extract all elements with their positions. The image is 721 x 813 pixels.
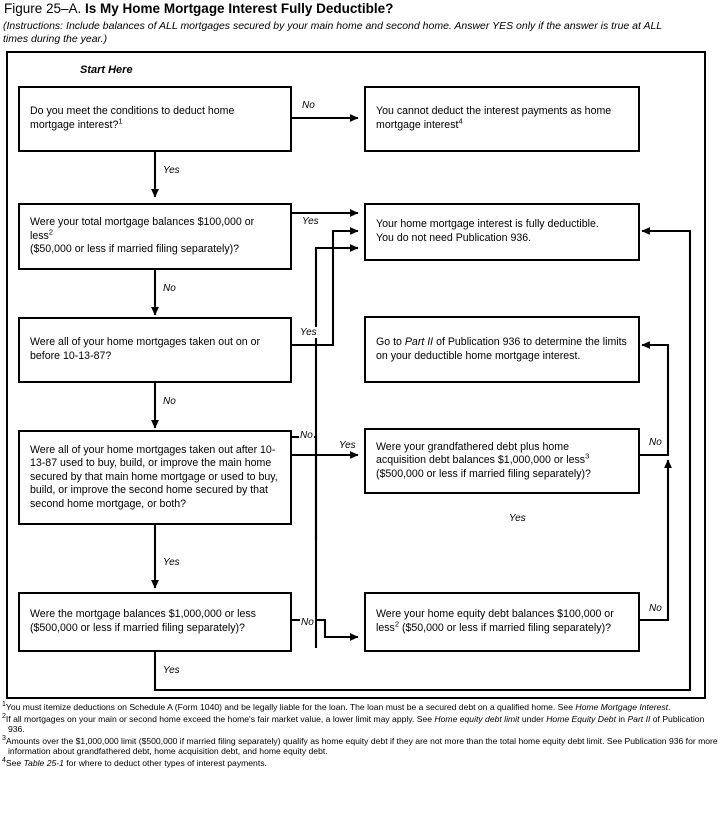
node-q7-text: Were your home equity debt balances $100… bbox=[366, 608, 638, 635]
node-q5-grandfathered-plus-acquisition[interactable]: Were your grandfathered debt plus home a… bbox=[364, 428, 640, 494]
node-q1-text: Do you meet the conditions to deduct hom… bbox=[20, 105, 290, 132]
node-q5-label-line1: Were your grandfathered debt plus home bbox=[376, 440, 569, 453]
node-q2-text: Were your total mortgage balances $100,0… bbox=[20, 216, 290, 257]
node-r3-label-italic: Part II bbox=[404, 335, 434, 348]
node-r3-text: Go to Part II of Publication 936 to dete… bbox=[366, 336, 638, 363]
edge-label-q6-yes: Yes bbox=[162, 665, 181, 676]
node-q1-label: Do you meet the conditions to deduct hom… bbox=[30, 105, 235, 131]
node-r1-label: You cannot deduct the interest payments … bbox=[376, 105, 612, 131]
node-q2-label-line1: Were your total mortgage balances $100,0… bbox=[30, 216, 255, 242]
node-r2-text: Your home mortgage interest is fully ded… bbox=[366, 218, 638, 245]
node-r1-footnote-ref: 4 bbox=[458, 116, 463, 126]
node-q5-footnote-ref: 3 bbox=[585, 451, 590, 461]
node-q4-text: Were all of your home mortgages taken ou… bbox=[20, 444, 290, 512]
footnote-marker: 2 bbox=[2, 712, 6, 720]
edge-label-q3-yes: Yes bbox=[299, 327, 318, 338]
node-q3-label: Were all of your home mortgages taken ou… bbox=[30, 336, 261, 362]
edge-label-q3-no: No bbox=[162, 396, 177, 407]
footnote-text: You must itemize deductions on Schedule … bbox=[5, 702, 576, 712]
edge-label-q2-yes: Yes bbox=[301, 216, 320, 227]
node-r2-label-line1: Your home mortgage interest is fully ded… bbox=[376, 218, 599, 231]
page-title: Figure 25–A. Is My Home Mortgage Interes… bbox=[4, 1, 393, 16]
node-q7-label-line2-pre: less bbox=[376, 622, 395, 634]
node-r1-cannot-deduct[interactable]: You cannot deduct the interest payments … bbox=[364, 86, 640, 152]
footnote-marker: 3 bbox=[2, 734, 6, 742]
footnote-text: in bbox=[615, 713, 628, 724]
node-r3-go-to-part-ii[interactable]: Go to Part II of Publication 936 to dete… bbox=[364, 316, 640, 383]
node-q6-label-line2: ($500,000 or less if married filing sepa… bbox=[30, 622, 245, 634]
footnote-text: Home Mortgage Interest bbox=[575, 702, 669, 712]
node-q2-footnote-ref: 2 bbox=[48, 227, 54, 237]
node-q2-label-line2: ($50,000 or less if married filing separ… bbox=[30, 243, 240, 256]
node-q1-conditions[interactable]: Do you meet the conditions to deduct hom… bbox=[18, 86, 292, 152]
edge-label-q5-yes: Yes bbox=[508, 513, 527, 524]
footnote-text: . bbox=[668, 702, 671, 712]
node-r3-label-post: of Publication 936 to determine the limi… bbox=[376, 335, 627, 362]
footnote-text: Home Equity Debt bbox=[546, 713, 616, 724]
node-r3-label-pre: Go to bbox=[376, 335, 405, 348]
edge-label-q1-yes: Yes bbox=[162, 165, 181, 176]
footnote-text: Table 25-1 bbox=[23, 757, 64, 768]
node-q7-footnote-ref: 2 bbox=[394, 619, 400, 629]
node-q6-label-line1: Were the mortgage balances $1,000,000 or… bbox=[30, 608, 256, 621]
figure-title-text: Is My Home Mortgage Interest Fully Deduc… bbox=[85, 1, 394, 16]
edge-label-q4-yes-down: Yes bbox=[162, 557, 181, 568]
node-q4-label: Were all of your home mortgages taken ou… bbox=[30, 443, 278, 510]
edge-label-q4-no: No bbox=[299, 430, 314, 441]
footnote-marker: 1 bbox=[2, 701, 6, 709]
footnote-1: 1You must itemize deductions on Schedule… bbox=[2, 701, 718, 713]
footnote-text: for where to deduct other types of inter… bbox=[63, 757, 267, 768]
node-q5-label-line3: ($500,000 or less if married filing sepa… bbox=[376, 467, 591, 480]
node-q3-before-1987[interactable]: Were all of your home mortgages taken ou… bbox=[18, 317, 292, 383]
footnote-3: 3Amounts over the $1,000,000 limit ($500… bbox=[2, 734, 718, 757]
edge-label-q5-no: No bbox=[648, 437, 663, 448]
node-q7-home-equity-balances[interactable]: Were your home equity debt balances $100… bbox=[364, 592, 640, 652]
node-r2-fully-deductible[interactable]: Your home mortgage interest is fully ded… bbox=[364, 203, 640, 261]
edge-label-q2-no: No bbox=[162, 283, 177, 294]
node-q5-label-line2: acquisition debt balances $1,000,000 or … bbox=[376, 454, 586, 467]
node-q2-total-balances[interactable]: Were your total mortgage balances $100,0… bbox=[18, 203, 292, 270]
node-r1-text: You cannot deduct the interest payments … bbox=[366, 105, 638, 132]
footnote-4: 4See Table 25-1 for where to deduct othe… bbox=[2, 757, 718, 769]
edge-label-q7-no: No bbox=[648, 603, 663, 614]
edge-label-q6-no: No bbox=[300, 617, 315, 628]
footnote-2: 2If all mortgages on your main or second… bbox=[2, 712, 718, 735]
footnote-marker: 4 bbox=[2, 757, 6, 765]
node-r2-label-line2: You do not need Publication 936. bbox=[376, 232, 532, 244]
footnote-text: under bbox=[519, 713, 547, 724]
edge-label-q4-yes-right: Yes bbox=[338, 440, 357, 451]
node-q5-text: Were your grandfathered debt plus home a… bbox=[366, 441, 638, 482]
footnotes: 1You must itemize deductions on Schedule… bbox=[2, 701, 718, 770]
footnote-text: See bbox=[5, 757, 24, 768]
figure-number: Figure 25–A. bbox=[4, 1, 86, 16]
start-here-label: Start Here bbox=[80, 64, 133, 76]
footnote-text: Part II bbox=[627, 713, 651, 724]
footnote-text: of Publication 936. bbox=[8, 713, 705, 735]
node-q3-text: Were all of your home mortgages taken ou… bbox=[20, 336, 290, 363]
footnote-text: If all mortgages on your main or second … bbox=[5, 713, 435, 724]
node-q7-label-line2-post: ($50,000 or less if married filing separ… bbox=[399, 622, 611, 634]
node-q6-mortgage-balances-1m[interactable]: Were the mortgage balances $1,000,000 or… bbox=[18, 592, 292, 652]
footnote-text: Home equity debt limit bbox=[434, 713, 520, 724]
node-q7-label-line1: Were your home equity debt balances $100… bbox=[376, 608, 614, 621]
node-q4-after-1987-buy-build-improve[interactable]: Were all of your home mortgages taken ou… bbox=[18, 430, 292, 525]
footnote-text: Amounts over the $1,000,000 limit ($500,… bbox=[5, 735, 718, 757]
node-q1-footnote-ref: 1 bbox=[118, 116, 123, 126]
edge-label-q1-no: No bbox=[301, 100, 316, 111]
instructions-text: (Instructions: Include balances of ALL m… bbox=[3, 20, 662, 45]
node-q6-text: Were the mortgage balances $1,000,000 or… bbox=[20, 608, 290, 635]
